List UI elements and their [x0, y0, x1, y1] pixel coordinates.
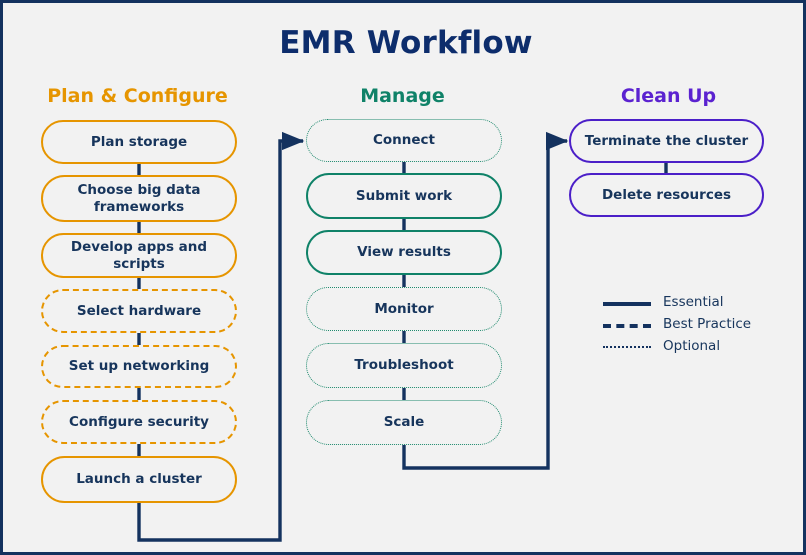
- node-plan-storage[interactable]: Plan storage: [41, 120, 237, 164]
- node-delete-resources[interactable]: Delete resources: [569, 173, 764, 217]
- solid-line-icon: [603, 296, 651, 308]
- node-develop-apps-and-scripts[interactable]: Develop apps and scripts: [41, 233, 237, 278]
- node-connect[interactable]: Connect: [306, 119, 502, 162]
- node-launch-a-cluster[interactable]: Launch a cluster: [41, 456, 237, 503]
- node-set-up-networking[interactable]: Set up networking: [41, 345, 237, 388]
- node-troubleshoot[interactable]: Troubleshoot: [306, 343, 502, 388]
- node-scale[interactable]: Scale: [306, 400, 502, 445]
- node-choose-big-data-frameworks[interactable]: Choose big data frameworks: [41, 175, 237, 222]
- node-monitor[interactable]: Monitor: [306, 287, 502, 331]
- dashed-line-icon: [603, 318, 651, 330]
- legend-label-optional: Optional: [663, 338, 721, 354]
- column-header-plan-configure: Plan & Configure: [47, 85, 228, 107]
- legend-item-optional: Optional: [603, 335, 783, 357]
- legend-item-best-practice: Best Practice: [603, 313, 783, 335]
- legend-label-best-practice: Best Practice: [663, 316, 752, 332]
- legend-label-essential: Essential: [663, 294, 724, 310]
- node-terminate-the-cluster[interactable]: Terminate the cluster: [569, 119, 764, 163]
- legend: Essential Best Practice Optional: [603, 291, 783, 357]
- node-select-hardware[interactable]: Select hardware: [41, 289, 237, 333]
- dotted-line-icon: [603, 340, 651, 352]
- legend-item-essential: Essential: [603, 291, 783, 313]
- page-title: EMR Workflow: [279, 25, 533, 61]
- node-submit-work[interactable]: Submit work: [306, 173, 502, 219]
- node-configure-security[interactable]: Configure security: [41, 400, 237, 444]
- node-view-results[interactable]: View results: [306, 230, 502, 275]
- column-header-clean-up: Clean Up: [620, 85, 717, 107]
- column-header-manage: Manage: [360, 85, 445, 107]
